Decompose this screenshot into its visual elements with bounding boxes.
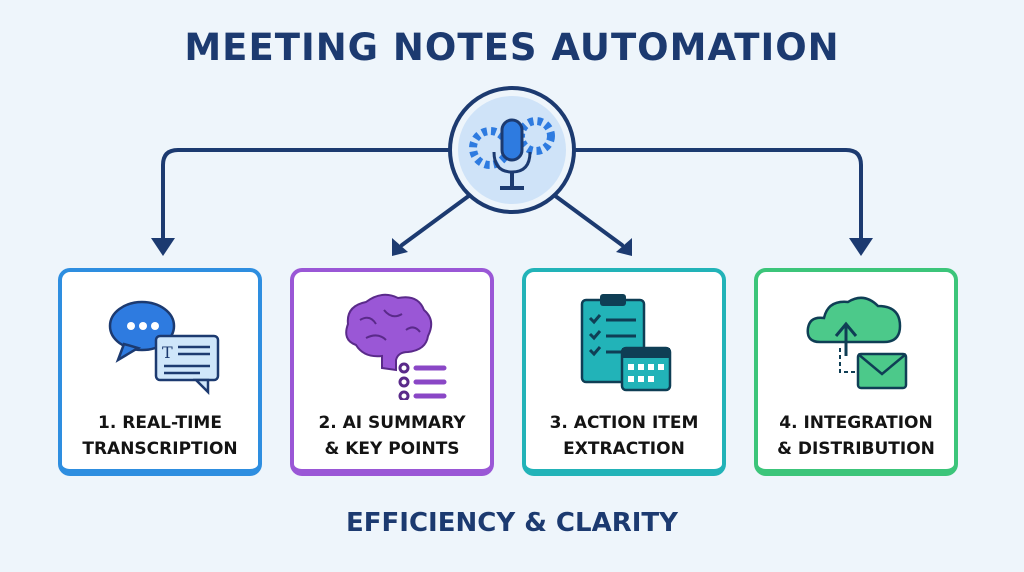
diagram-title: MEETING NOTES AUTOMATION [184,26,840,69]
step-title-line1: 3. ACTION ITEM [549,413,699,433]
step-title-line2: EXTRACTION [563,439,685,459]
step-card-transcription: T 1. REAL-TIME TRANSCRIPTION [58,268,262,476]
arrowhead-icon [392,238,408,256]
step-title-line2: TRANSCRIPTION [82,439,238,459]
connector-to-card-4 [572,148,863,242]
step-title-line1: 2. AI SUMMARY [318,413,466,433]
step-title-line2: & KEY POINTS [324,439,460,459]
diagram-footer: EFFICIENCY & CLARITY [346,508,678,538]
arrowhead-icon [616,238,632,256]
brain-list-icon [345,293,447,400]
arrowhead-icon [151,238,175,256]
cloud-email-icon [806,296,908,390]
connector-to-card-1 [161,148,452,242]
svg-text:T: T [162,343,173,362]
step-card-integration: 4. INTEGRATION & DISTRIBUTION [754,268,958,476]
step-title-line2: & DISTRIBUTION [777,439,935,459]
arrowhead-icon [849,238,873,256]
chat-transcript-icon: T [108,300,220,396]
step-card-action-items: 3. ACTION ITEM EXTRACTION [522,268,726,476]
step-title-line1: 4. INTEGRATION [779,413,933,433]
connector-to-card-2 [400,193,472,247]
step-card-ai-summary: 2. AI SUMMARY & KEY POINTS [290,268,494,476]
step-title-line1: 1. REAL-TIME [98,413,222,433]
checklist-calendar-icon [580,294,672,392]
connector-to-card-3 [552,193,624,247]
microphone-gears-icon [448,86,576,214]
